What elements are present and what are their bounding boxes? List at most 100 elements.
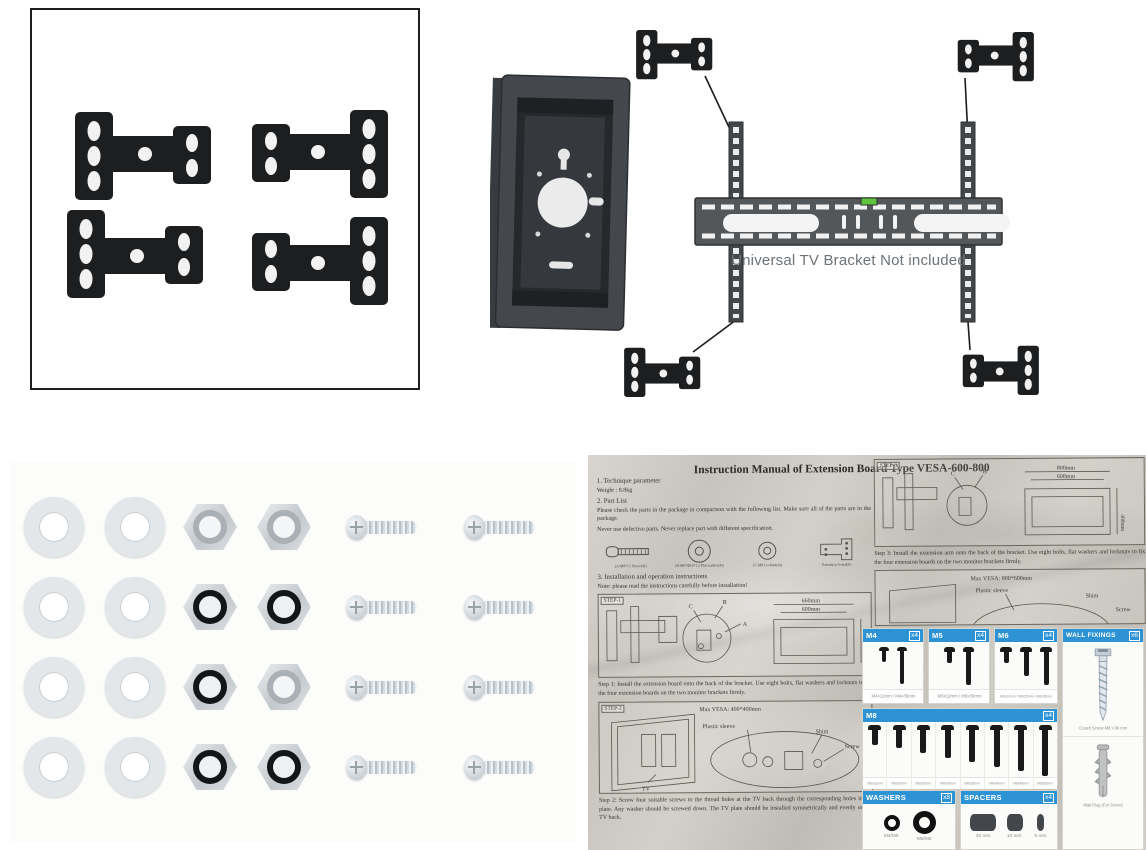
step3-tag: STEP-3: [876, 461, 901, 470]
svg-text:B: B: [983, 469, 987, 475]
size-label: M8x50mm: [1037, 781, 1054, 786]
part-extension-board: Extension board(4): [803, 537, 869, 569]
svg-text:Max VESA: 400*400mm: Max VESA: 400*400mm: [699, 707, 761, 713]
step4-box: Max VESA: 800*600mm Plastic sleeve Shim …: [874, 568, 1146, 628]
manual-right-column: STEP-3 C B: [873, 455, 1146, 628]
step2-tag: STEP-2: [601, 704, 625, 713]
panel-header: M6 x4: [995, 629, 1057, 642]
hex-nut: [257, 584, 311, 630]
hex-nut: [183, 584, 237, 630]
machine-screw-photo: [440, 647, 558, 727]
screw-silhouette-icon: [941, 725, 955, 777]
machine-screw: [463, 754, 535, 780]
size-label: M8x35mm: [964, 781, 980, 786]
step3-sketch: C B 800mm 600mm 400mm: [882, 466, 1125, 536]
m8-screw-cell: M8x16mm: [863, 722, 887, 789]
panel-header: SPACERS x4: [961, 791, 1057, 804]
svg-text:B: B: [723, 600, 727, 606]
install-heading: 3. Installation and operation instructio…: [597, 572, 708, 581]
washer-photo: [96, 647, 174, 727]
washer-photo: [12, 647, 96, 727]
chart-panel-wall-fixings: WALL FIXINGS x6 Coach Screw M8 x 80 mm: [1062, 628, 1144, 850]
leader-line: [692, 319, 737, 353]
hex-nut: [257, 504, 311, 550]
m8-screw-cell: M8x30mm: [935, 722, 960, 789]
m8-screw-cell: M8x45mm: [1008, 722, 1033, 789]
screw-silhouette-icon: [1014, 725, 1028, 777]
svg-text:600mm: 600mm: [802, 607, 821, 613]
leader-line: [967, 321, 971, 351]
install-note: Note: please read the instructions caref…: [597, 582, 748, 590]
screw-silhouette-icon: [965, 725, 979, 777]
flat-washer-icon: [687, 539, 711, 563]
svg-text:Shim: Shim: [816, 729, 829, 735]
hex-nut-photo: [174, 487, 246, 567]
washer-icon: [912, 811, 936, 834]
hex-nut: [183, 664, 237, 710]
svg-text:660mm: 660mm: [802, 599, 821, 605]
qty-badge: x6: [1129, 630, 1140, 641]
panel-header: WASHERS x8: [863, 791, 955, 804]
qty-badge: x4: [1043, 710, 1054, 721]
washer: [24, 497, 84, 557]
hex-nut: [257, 664, 311, 710]
screw-silhouette-icon: [1038, 725, 1052, 777]
screw-silhouette-icon: [963, 647, 974, 686]
screw-silhouette-icon: [990, 725, 1004, 777]
size-label: M8x16mm: [866, 781, 883, 786]
svg-text:800mm: 800mm: [1057, 466, 1076, 472]
hardware-size-chart: M4 x4 M4x12mm / M4x35mm M5 x4 M5x12mm / …: [862, 628, 1146, 850]
screw-set: [863, 642, 923, 689]
chart-panel-washers: WASHERS x8 M4/M5 M6/M8: [862, 790, 956, 850]
nylon-locknut-photo: [246, 567, 322, 647]
svg-text:400mm: 400mm: [1119, 514, 1125, 532]
svg-text:600mm: 600mm: [1057, 474, 1076, 480]
corner-bracket-top-right: [957, 32, 1034, 82]
locknut-icon: [758, 541, 777, 560]
spacer-5mm: 5 mm: [1033, 814, 1048, 839]
washer-photo: [12, 567, 96, 647]
qty-badge: x4: [909, 630, 920, 641]
screw-set: [929, 642, 989, 689]
machine-screw-photo: [322, 567, 440, 647]
bracket-top-right: [252, 110, 388, 198]
machine-screw: [463, 514, 535, 540]
m8-screw-cell: M8x50mm: [1032, 722, 1057, 789]
step3-box: STEP-3 C B: [873, 457, 1146, 547]
svg-text:Max VESA: 800*600mm: Max VESA: 800*600mm: [970, 576, 1032, 582]
size-label: M5x12mm / M5x35mm: [937, 694, 981, 699]
svg-text:Plastic sleeve: Plastic sleeve: [702, 724, 735, 730]
screw-silhouette-icon: [1040, 647, 1052, 686]
spacer-20mm: 20 mm: [970, 814, 997, 839]
divider: [1063, 736, 1143, 737]
panel-header: M8 x4: [863, 709, 1057, 722]
fasteners-grid: [10, 462, 576, 807]
partlist-heading: 2. Part List: [596, 497, 627, 505]
screw-silhouette-icon: [944, 647, 955, 664]
part-locknut: (C:M8 Locknut(4)): [735, 537, 801, 569]
qty-badge: x4: [1043, 792, 1054, 803]
washer: [105, 577, 165, 637]
screw-silhouette-icon: [892, 725, 906, 777]
machine-screw-photo: [322, 647, 440, 727]
machine-screw: [463, 594, 535, 620]
svg-text:A: A: [743, 622, 748, 628]
spacer-icon: [970, 814, 997, 831]
nylon-locknut-photo: [246, 727, 322, 807]
bracket-bottom-left: [67, 210, 203, 298]
screw-silhouette-icon: [1020, 647, 1032, 676]
fasteners-photo: [10, 462, 576, 842]
hex-nut: [257, 744, 311, 790]
size-label: M8x25mm: [915, 781, 932, 786]
machine-screw-photo: [322, 727, 440, 807]
m8-screw-cell: M8x40mm: [983, 722, 1009, 789]
hex-nut: [183, 504, 237, 550]
nylon-locknut-photo: [174, 647, 246, 727]
size-label: M4x12mm / M4x35mm: [871, 694, 915, 699]
step3-text: Step 3: Install the extension arm onto t…: [874, 549, 1146, 566]
washer-photo: [96, 727, 174, 807]
hex-nut: [183, 744, 237, 790]
screw-silhouette-icon: [916, 725, 930, 777]
step2-box: STEP-2 Max VESA: 400*400mm: [598, 699, 873, 794]
washer-photo: [12, 487, 96, 567]
